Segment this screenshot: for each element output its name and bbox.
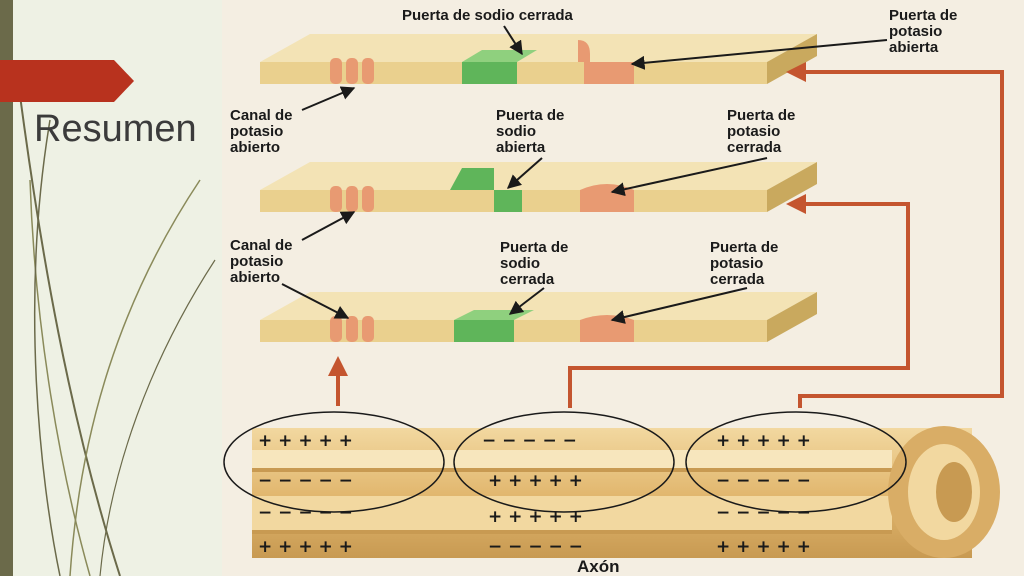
seg1-inner-charges: − − − − −	[258, 471, 353, 491]
label-potassium-gate-open: Puerta de potasio abierta	[889, 7, 962, 56]
label-potassium-gate-closed-2: Puerta de potasio cerrada	[727, 107, 800, 156]
potassium-gate	[584, 62, 634, 84]
seg2-outer-charges: − − − − −	[482, 431, 577, 451]
action-potential-diagram: Puerta de sodio cerrada Puerta de potasi…	[222, 0, 1024, 576]
seg2-inner-charges: + + + + +	[488, 471, 583, 491]
segment-circle-3	[685, 411, 907, 513]
seg1-inner-low-charges: − − − − −	[258, 503, 353, 523]
segment-circle-1	[223, 411, 445, 513]
potassium-channel	[330, 58, 374, 84]
potassium-channel	[330, 186, 374, 212]
label-potassium-gate-closed-3: Puerta de potasio cerrada	[710, 239, 783, 288]
axon-label: Axón	[577, 557, 620, 576]
membrane-row-1	[260, 34, 817, 84]
label-sodium-gate-closed-1: Puerta de sodio cerrada	[402, 7, 574, 24]
axon: + + + + + − − − − − − − − − − + + + + + …	[223, 411, 1000, 558]
seg3-outer-charges: + + + + +	[716, 431, 811, 451]
slide-title: Resumen	[34, 108, 197, 150]
label-sodium-gate-closed-3: Puerta de sodio cerrada	[500, 239, 573, 288]
label-potassium-channel-open-1: Canal de potasio abierto	[230, 107, 297, 156]
sodium-gate	[450, 168, 494, 190]
segment-circle-2	[453, 411, 675, 513]
seg3-inner-charges: − − − − −	[716, 471, 811, 491]
label-sodium-gate-open: Puerta de sodio abierta	[496, 107, 569, 156]
potassium-channel	[330, 316, 374, 342]
membrane-row-2	[260, 162, 817, 212]
decorative-curves	[17, 79, 216, 576]
label-potassium-channel-open-3: Canal de potasio abierto	[230, 237, 297, 286]
seg2-bottom-charges: − − − − −	[488, 537, 583, 557]
seg1-bottom-charges: + + + + +	[258, 537, 353, 557]
seg2-inner-low-charges: + + + + +	[488, 507, 583, 527]
membrane-row-3	[260, 292, 817, 342]
seg3-inner-low-charges: − − − − −	[716, 503, 811, 523]
title-ribbon	[0, 60, 134, 102]
leader-arrows	[281, 25, 888, 324]
flow-arrows	[328, 62, 1004, 408]
seg3-bottom-charges: + + + + +	[716, 537, 811, 557]
potassium-gate	[580, 315, 634, 342]
seg1-outer-charges: + + + + +	[258, 431, 353, 451]
left-accent-bar	[0, 0, 13, 576]
